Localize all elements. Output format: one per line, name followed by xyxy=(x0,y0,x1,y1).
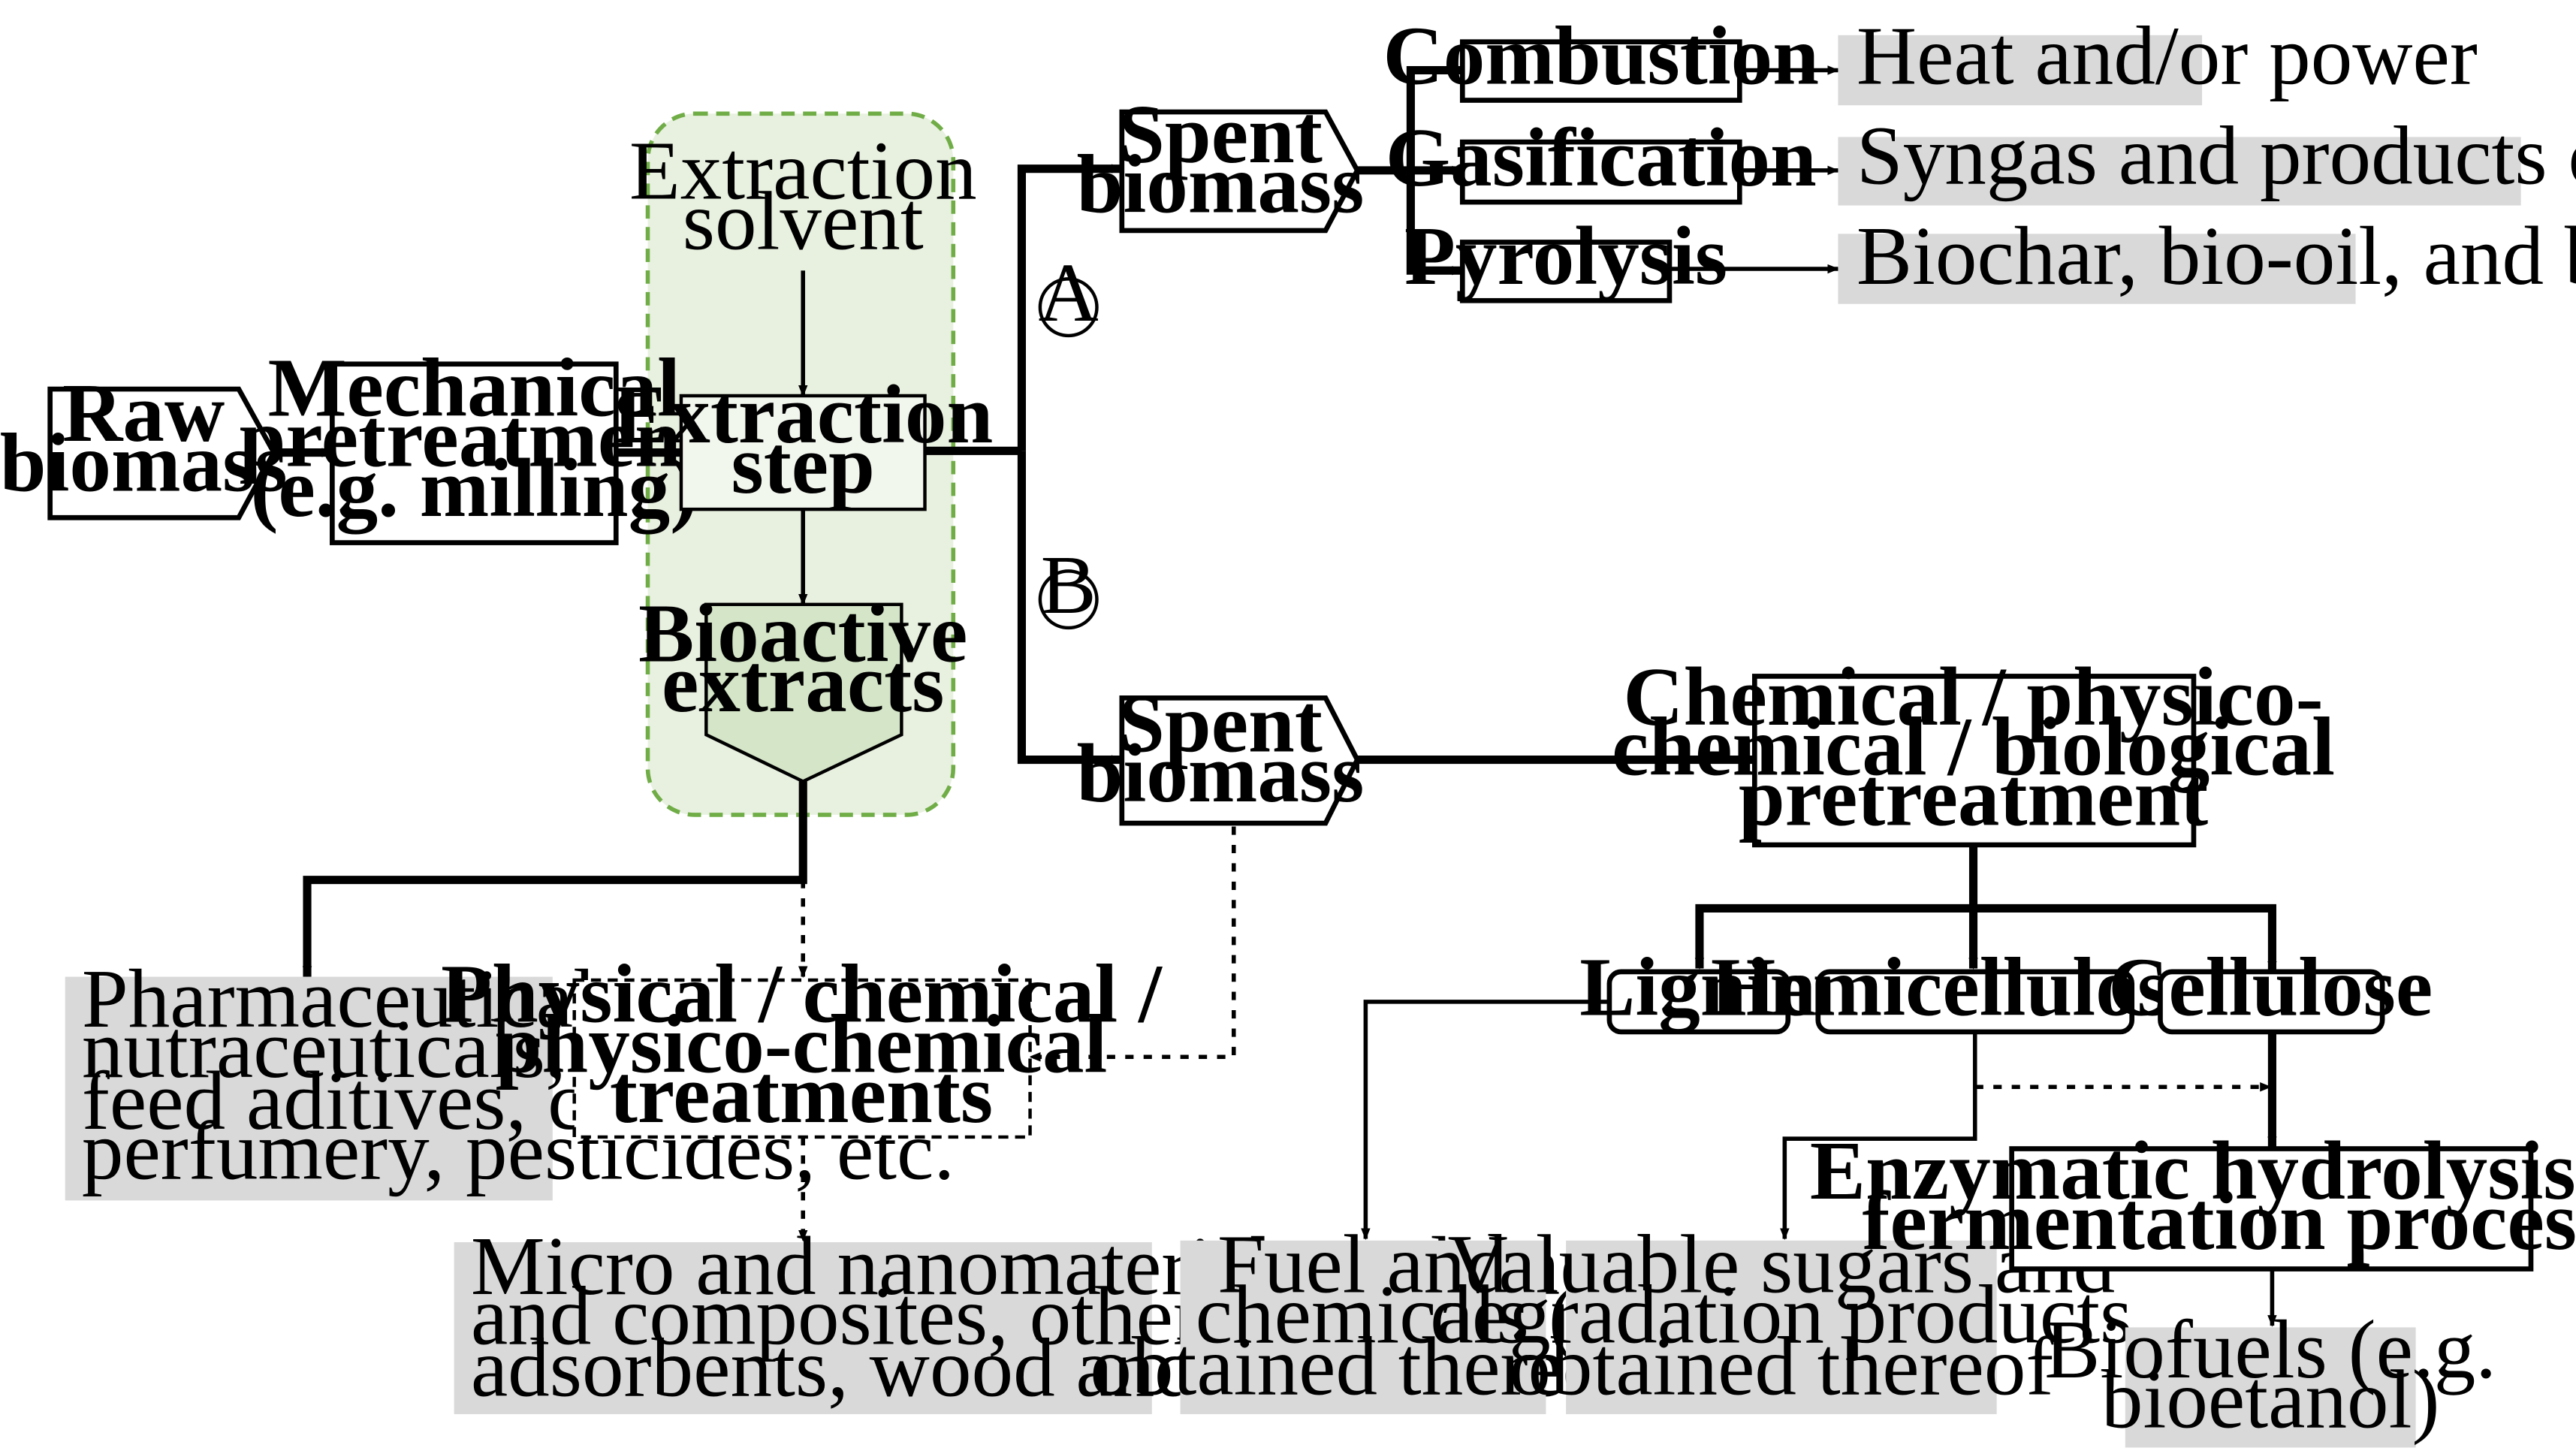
valuable-sugars-box: Valuable sugars and degradation products… xyxy=(1430,1219,2132,1414)
fuel-chemicals-box: Fuel and chemicals obtained thereof xyxy=(1090,1219,1634,1414)
bioactive-uses-box: Pharmaceuticals, nutraceuticals, food an… xyxy=(65,953,955,1201)
hemicelluloses-label: Hemicelluloses xyxy=(1711,942,2240,1034)
bioactive-label-1: Bioactive xyxy=(638,587,967,680)
pyrolysis-label: Pyrolysis xyxy=(1404,210,1727,303)
fuel-chemicals-line-1: Fuel and xyxy=(1217,1219,1507,1311)
biofuels-line-2: bioetanol) xyxy=(2101,1354,2440,1446)
enzymatic-label-1: Enzymatic hydrolysis and xyxy=(1810,1125,2576,1217)
pyrolysis-node: Pyrolysis xyxy=(1404,210,1727,303)
lignin-label: Lignin xyxy=(1579,942,1816,1034)
spent-a-label-2: biomass xyxy=(1077,138,1365,231)
spent-b-label-1: Spent xyxy=(1118,677,1323,770)
chem-pretreatment-label-3: pretreatment xyxy=(1739,751,2208,843)
biofuels-box: Biofuels (e.g. bioetanol) xyxy=(2044,1304,2496,1448)
hemicelluloses-node: Hemicelluloses xyxy=(1711,942,2240,1035)
spent-b-label-2: biomass xyxy=(1077,728,1365,820)
cellulose-node: Cellulose xyxy=(2108,942,2433,1035)
mechanical-label-1: Mechanical xyxy=(268,342,680,435)
gasification-node: Gasification xyxy=(1386,112,1817,205)
combustion-node: Combustion xyxy=(1383,10,1819,103)
bioactive-extracts-node: Bioactive extracts xyxy=(638,587,967,783)
extraction-step-node: Extraction step xyxy=(613,369,993,511)
physical-treatments-label-3: treatments xyxy=(610,1048,993,1141)
biochar-label: Biochar, bio-oil, and biogas xyxy=(1857,210,2576,303)
mechanical-pretreatment-node: Mechanical pretreatment (e.g. milling) xyxy=(240,342,709,545)
chem-pretreatment-label-1: Chemical / physico- xyxy=(1623,651,2323,744)
mechanical-label-2: pretreatment xyxy=(240,392,709,484)
route-b-label: B xyxy=(1041,539,1096,632)
fuel-chemicals-line-2: chemicals xyxy=(1196,1268,1529,1361)
bioactive-label-2: extracts xyxy=(662,638,944,730)
mechanical-label-3: (e.g. milling) xyxy=(250,442,698,535)
gasification-label: Gasification xyxy=(1386,112,1817,204)
chem-pretreatment-label-2: chemical / biological xyxy=(1612,701,2335,794)
physical-treatments-label-2: physico-chemical xyxy=(496,998,1108,1091)
raw-biomass-label-2: biomass xyxy=(0,418,288,510)
extraction-solvent-label-2: solvent xyxy=(683,175,924,267)
route-a-marker: A xyxy=(1039,247,1099,339)
valuable-sugars-line-2: degradation products xyxy=(1430,1268,2132,1361)
raw-biomass-node: Raw biomass xyxy=(0,367,288,520)
extraction-step-label-2: step xyxy=(731,419,875,511)
biochar-box: Biochar, bio-oil, and biogas xyxy=(1838,210,2576,304)
route-b-marker: B xyxy=(1038,539,1099,632)
extraction-step-label-1: Extraction xyxy=(613,369,993,461)
enzymatic-label-2: fermentation processes xyxy=(1863,1175,2576,1268)
combustion-label: Combustion xyxy=(1383,10,1819,102)
physical-treatments-label-1: Physical / chemical / xyxy=(441,949,1163,1041)
cellulose-label: Cellulose xyxy=(2108,942,2433,1034)
chemical-pretreatment-node: Chemical / physico- chemical / biologica… xyxy=(1612,651,2335,848)
heat-power-label: Heat and/or power xyxy=(1857,10,2478,102)
lignin-node: Lignin xyxy=(1579,942,1816,1035)
heat-power-box: Heat and/or power xyxy=(1838,10,2478,106)
spent-a-label-1: Spent xyxy=(1118,89,1323,181)
bioactive-uses-line-1: Pharmaceuticals, xyxy=(82,953,650,1045)
valuable-sugars-line-3: obtained thereof xyxy=(1509,1320,2053,1413)
raw-biomass-label-1: Raw xyxy=(62,367,225,460)
route-a-label: A xyxy=(1039,247,1099,339)
syngas-label: Syngas and products obtained thereof xyxy=(1857,110,2576,203)
biofuels-line-1: Biofuels (e.g. xyxy=(2044,1304,2496,1396)
extraction-solvent-label-1: Extraction xyxy=(629,125,977,218)
enzymatic-node: Enzymatic hydrolysis and fermentation pr… xyxy=(1810,1125,2576,1272)
spent-biomass-a-node: Spent biomass xyxy=(1077,89,1365,234)
fuel-chemicals-line-3: obtained thereof xyxy=(1090,1320,1634,1413)
connectors xyxy=(273,65,2277,1327)
syngas-box: Syngas and products obtained thereof xyxy=(1838,110,2576,206)
spent-biomass-b-node: Spent biomass xyxy=(1077,677,1365,826)
valuable-sugars-line-1: Valuable sugars and xyxy=(1448,1219,2116,1311)
physical-treatments-node: Physical / chemical / physico-chemical t… xyxy=(441,949,1163,1141)
